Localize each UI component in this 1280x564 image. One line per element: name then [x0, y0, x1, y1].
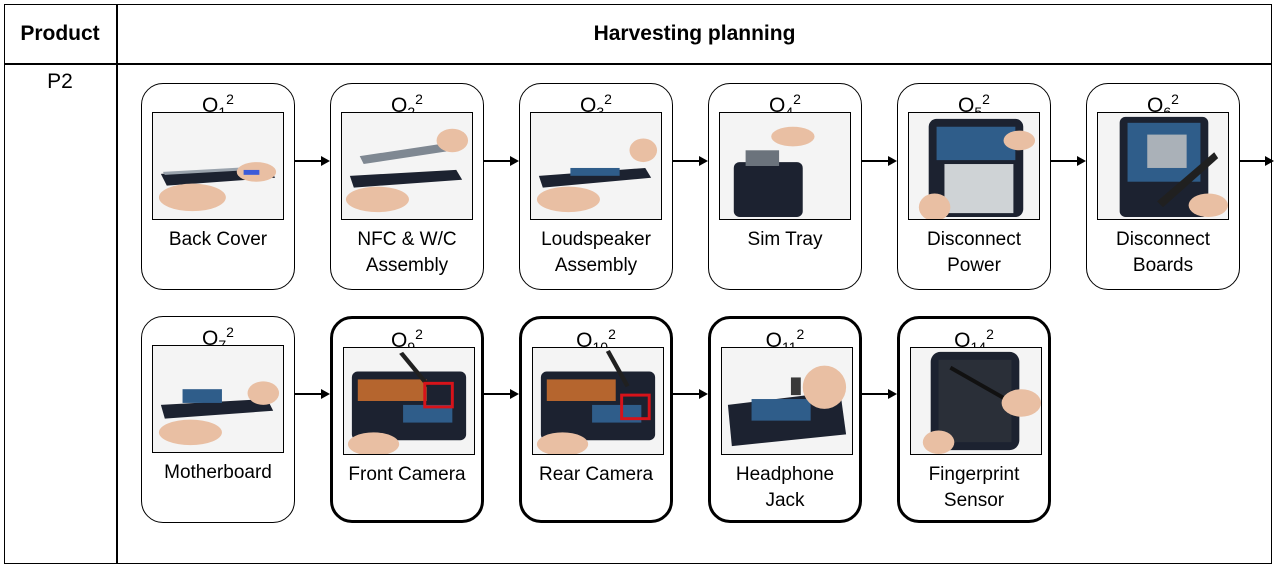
nfc-assembly-removal-photo [341, 112, 473, 220]
operation-label: Back Cover [168, 229, 268, 250]
flow-arrow [673, 155, 708, 167]
operation-step: O92 Front Camera [330, 316, 484, 523]
operation-label: Motherboard [164, 462, 272, 483]
front-camera-removal-photo [343, 347, 475, 455]
product-column-header: Product [20, 21, 100, 45]
flow-arrow [1240, 155, 1274, 167]
operation-step: O42 Sim Tray [708, 83, 862, 290]
fingerprint-sensor-removal-photo [910, 347, 1042, 455]
operation-label: Sim Tray [747, 229, 823, 250]
table-header-divider [4, 63, 1272, 65]
loudspeaker-removal-photo [530, 112, 662, 220]
harvesting-planning-header: Harvesting planning [593, 21, 796, 45]
operation-label: Front Camera [348, 464, 466, 485]
battery-disconnect-photo [908, 112, 1040, 220]
sim-tray-removal-photo [719, 112, 851, 220]
rear-camera-removal-photo [532, 347, 664, 455]
table-column-divider [116, 4, 118, 564]
motherboard-removal-photo [152, 345, 284, 453]
operation-step: O72 Motherboard [141, 316, 295, 523]
flow-arrow [484, 155, 519, 167]
headphone-jack-removal-photo [721, 347, 853, 455]
flow-arrow [862, 155, 897, 167]
flow-arrow [484, 388, 519, 400]
operation-step: O102 Rear Camera [519, 316, 673, 523]
flow-arrow [295, 388, 330, 400]
flow-arrow [673, 388, 708, 400]
product-id: P2 [47, 70, 73, 93]
operation-step: O12 Back Cover [141, 83, 295, 290]
operation-label: Rear Camera [538, 464, 654, 485]
board-disconnect-photo [1097, 112, 1229, 220]
flow-arrow [862, 388, 897, 400]
flow-arrow [1051, 155, 1086, 167]
flow-arrow [295, 155, 330, 167]
phone-back-cover-removal-photo [152, 112, 284, 220]
